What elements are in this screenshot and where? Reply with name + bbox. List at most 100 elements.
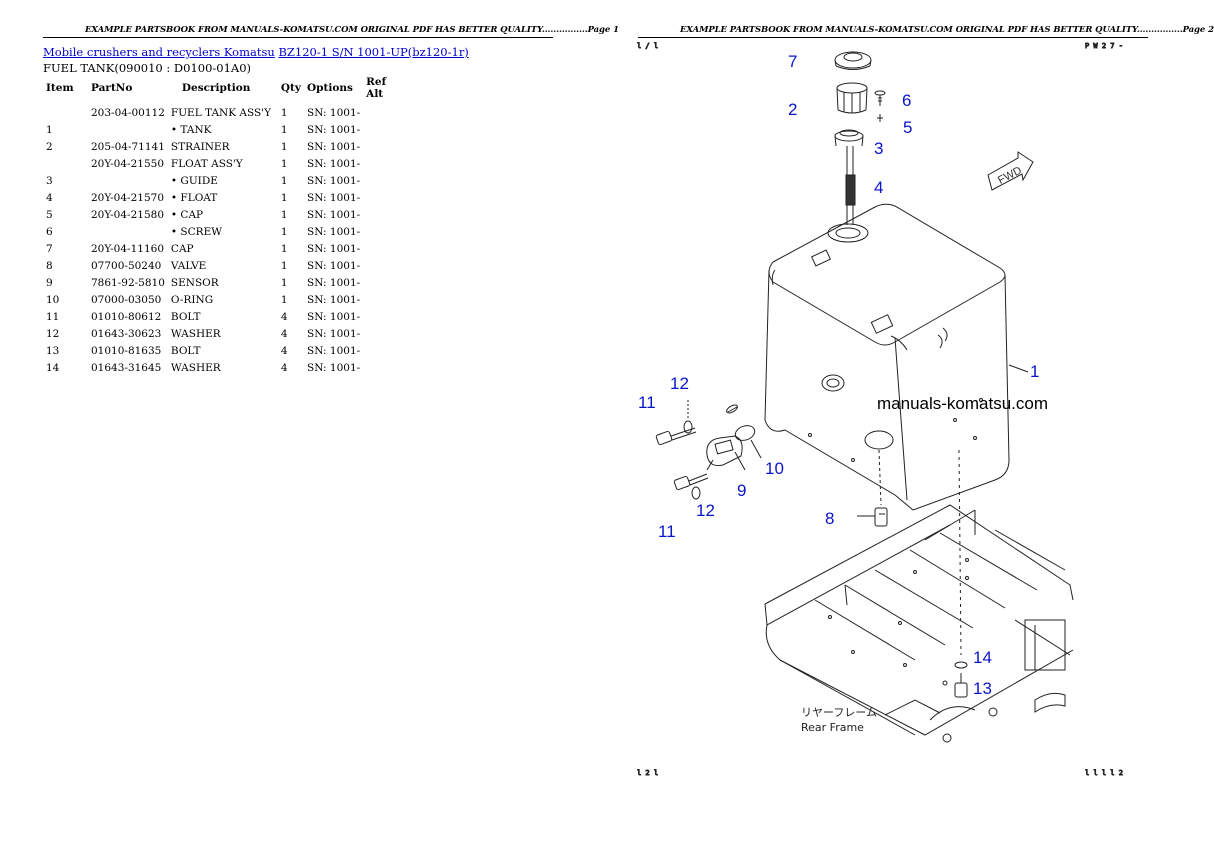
- cell-description: BOLT: [170, 310, 201, 323]
- callout-12-upper: 12: [670, 374, 689, 393]
- cell-ref-alt: [363, 274, 409, 291]
- cell-partno: 20Y-04-21580: [91, 208, 164, 221]
- cell-partno: 205-04-71141: [91, 140, 165, 153]
- cell-qty: 1: [280, 242, 288, 255]
- cell-options: SN: 1001-: [307, 344, 361, 357]
- cell-options: SN: 1001-: [307, 174, 361, 187]
- cell-qty: 1: [280, 157, 288, 170]
- corner-mark: l 2 l: [637, 769, 658, 777]
- float-cap-part: [877, 114, 883, 122]
- callout-2: 2: [788, 100, 797, 119]
- cell-item: 7: [46, 242, 53, 255]
- breadcrumb-link-model[interactable]: BZ120-1 S/N 1001-UP(bz120-1r): [278, 45, 469, 59]
- cell-ref-alt: [363, 291, 409, 308]
- table-row: 20Y-04-21550 FLOAT ASS'Y 1 SN: 1001-: [43, 155, 409, 172]
- header-divider: [43, 37, 553, 38]
- cell-qty: 4: [280, 344, 288, 357]
- cell-partno: 07700-50240: [91, 259, 162, 272]
- diagram-page: EXAMPLE PARTSBOOK FROM MANUALS-KOMATSU.C…: [595, 0, 1214, 842]
- cell-partno: [77, 223, 168, 240]
- corner-mark: l l l l 2: [1085, 769, 1123, 777]
- cell-qty: 4: [280, 327, 288, 340]
- cell-qty: 1: [280, 259, 288, 272]
- callout-3: 3: [874, 139, 883, 158]
- cell-qty: 1: [280, 276, 288, 289]
- section-title: FUEL TANK(090010 : D0100-01A0): [43, 61, 252, 75]
- cell-options: SN: 1001-: [307, 259, 361, 272]
- parts-list-page: EXAMPLE PARTSBOOK FROM MANUALS-KOMATSU.C…: [0, 0, 619, 842]
- cell-ref-alt: [363, 359, 409, 376]
- cell-description: FUEL TANK ASS'Y: [170, 106, 271, 119]
- cell-options: SN: 1001-: [307, 208, 361, 221]
- cell-partno: 20Y-04-21550: [91, 157, 164, 170]
- callout-4: 4: [874, 178, 883, 197]
- cell-description: • GUIDE: [170, 174, 218, 187]
- float-rod-part: [845, 146, 856, 225]
- cell-qty: 1: [280, 208, 288, 221]
- cell-item: 12: [46, 327, 60, 340]
- cell-ref-alt: [363, 325, 409, 342]
- column-header-description: Description: [181, 82, 251, 94]
- header-divider: [638, 37, 1148, 38]
- guide-part: [834, 129, 864, 147]
- column-header-options: Options: [307, 82, 353, 94]
- cell-options: SN: 1001-: [307, 140, 361, 153]
- cell-description: FLOAT ASS'Y: [170, 157, 243, 170]
- cell-ref-alt: [363, 121, 409, 138]
- callout-5: 5: [903, 118, 912, 137]
- parts-table: Item PartNo Description Qty Options Ref …: [43, 76, 409, 376]
- callout-6: 6: [902, 91, 911, 110]
- rear-frame-label-jp: リヤーフレーム: [801, 706, 877, 719]
- breadcrumb-link-category[interactable]: Mobile crushers and recyclers Komatsu: [43, 45, 275, 59]
- callout-8: 8: [825, 509, 834, 528]
- corner-mark: l / l: [637, 42, 658, 50]
- cell-options: SN: 1001-: [307, 157, 361, 170]
- cell-partno: [77, 172, 168, 189]
- fuel-tank-body: [764, 203, 1010, 511]
- callout-9: 9: [737, 481, 746, 500]
- cell-item: 9: [46, 276, 53, 289]
- cell-description: • FLOAT: [170, 191, 218, 204]
- callout-10: 10: [765, 459, 784, 478]
- cell-ref-alt: [363, 308, 409, 325]
- callout-13: 13: [973, 679, 992, 698]
- frame-bolt-part: [954, 449, 968, 698]
- cell-partno: 01643-31645: [91, 361, 162, 374]
- corner-mark: P W 2 7 -: [1085, 42, 1123, 50]
- cell-options: SN: 1001-: [307, 276, 361, 289]
- cell-ref-alt: [363, 342, 409, 359]
- cell-options: SN: 1001-: [307, 242, 361, 255]
- cell-description: WASHER: [170, 361, 221, 374]
- rear-frame-label: Rear Frame: [801, 721, 864, 734]
- cell-options: SN: 1001-: [307, 361, 361, 374]
- column-header-partno: PartNo: [91, 82, 133, 94]
- cell-ref-alt: [363, 172, 409, 189]
- watermark-text: manuals-komatsu.com: [877, 394, 1048, 413]
- cell-qty: 4: [280, 361, 288, 374]
- cell-item: 11: [46, 310, 60, 323]
- column-header-ref-alt: Ref Alt: [366, 76, 387, 100]
- cell-ref-alt: [363, 104, 409, 121]
- callout-7: 7: [788, 52, 797, 71]
- cell-item: 3: [46, 174, 53, 187]
- cell-description: BOLT: [170, 344, 201, 357]
- callout-1: 1: [1030, 362, 1039, 381]
- valve-part: [857, 449, 888, 527]
- washer-upper: [683, 400, 693, 434]
- callout-11-lower: 11: [658, 522, 676, 541]
- callout-11-upper: 11: [638, 393, 656, 412]
- column-header-item: Item: [46, 82, 74, 94]
- cell-qty: 1: [280, 293, 288, 306]
- cell-options: SN: 1001-: [307, 106, 361, 119]
- cell-options: SN: 1001-: [307, 191, 361, 204]
- cell-item: 8: [46, 259, 53, 272]
